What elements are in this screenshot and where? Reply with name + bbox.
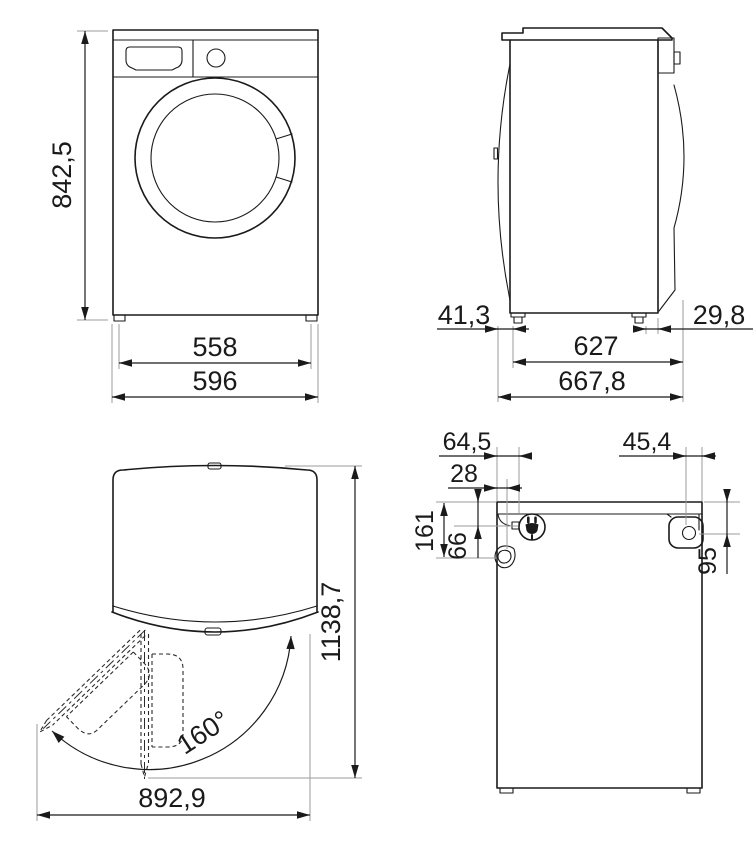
- door-open-90: [140, 630, 184, 779]
- door-glass-160: [66, 651, 150, 735]
- door-angle-label: 160°: [172, 705, 235, 761]
- door-window: [150, 93, 280, 223]
- door-outer-ring: [134, 77, 296, 239]
- program-knob: [206, 48, 226, 68]
- top-view-machine: [111, 462, 319, 636]
- cord-notch: [497, 513, 512, 527]
- drain-x-label: 28: [450, 460, 478, 488]
- open-depth-label: 1138,7: [316, 582, 346, 663]
- swing-arc-arrow-start: [52, 731, 65, 743]
- overall-depth-label: 667,8: [558, 366, 626, 396]
- drain-hose-outlet: [494, 545, 516, 569]
- extension-lines: [77, 30, 319, 403]
- door-panel-90: [140, 634, 150, 778]
- side-front-foot: [510, 312, 526, 324]
- door-swing-arc: 160°: [51, 635, 295, 771]
- side-rear-foot: [631, 312, 647, 324]
- door-open-160: [39, 629, 150, 735]
- extension-lines: [497, 300, 684, 402]
- overall-width-dim-label: 596: [192, 366, 237, 396]
- side-view-machine: [493, 27, 685, 324]
- rear-view-machine: [494, 501, 704, 794]
- cabinet-front: [112, 29, 319, 316]
- height-dim-label: 842,5: [47, 141, 77, 209]
- inlet-y-label: 95: [694, 547, 722, 575]
- open-width-label: 892,9: [138, 783, 206, 813]
- side-body: [509, 39, 659, 314]
- detergent-drawer: [125, 46, 183, 71]
- rear-offset-label: 29,8: [693, 300, 746, 330]
- extension-lines: [436, 447, 740, 559]
- feet-width-dim-label: 558: [192, 332, 237, 362]
- side-door-handle: [493, 147, 499, 160]
- body-depth-label: 627: [573, 331, 618, 361]
- door-glass-90: [151, 653, 184, 748]
- front-right-foot: [305, 314, 318, 322]
- side-view: 41,3 29,8 627 667,8: [437, 27, 753, 402]
- cord-y-label: 66: [444, 532, 472, 560]
- rear-tab: [207, 462, 222, 470]
- top-view-dimensions: 1138,7 892,9: [36, 465, 362, 821]
- front-edge-outer-arc: [111, 605, 319, 633]
- front-view: 842,5 558 596: [47, 29, 319, 403]
- rear-right-foot: [686, 787, 701, 794]
- front-offset-label: 41,3: [438, 300, 491, 330]
- cabinet-rear: [496, 501, 703, 789]
- rear-bulge: [658, 84, 685, 312]
- door-handle-top: [204, 627, 222, 636]
- cord-x-label: 64,5: [443, 428, 492, 456]
- rear-view-dimensions: 64,5 28 45,4 161 66 95: [411, 428, 740, 575]
- door-handle: [275, 133, 293, 183]
- side-lid: [501, 27, 673, 41]
- front-view-machine: [112, 29, 319, 322]
- rear-left-foot: [499, 787, 514, 794]
- power-plug-icon: [525, 516, 539, 540]
- rear-view: 64,5 28 45,4 161 66 95: [411, 428, 740, 794]
- water-inlet-valve: [666, 513, 704, 549]
- swing-arc-arrow-end: [286, 636, 295, 650]
- drain-y-label: 161: [411, 510, 439, 552]
- cabinet-top: [112, 464, 318, 607]
- inlet-x-label: 45,4: [623, 428, 672, 456]
- side-view-dimensions: 41,3 29,8 627 667,8: [437, 300, 753, 402]
- front-left-foot: [113, 314, 126, 322]
- swing-arc: [51, 635, 292, 771]
- rear-top-panel: [657, 37, 675, 74]
- front-view-dimensions: 842,5 558 596: [47, 30, 319, 403]
- door-axis-160: [42, 629, 146, 729]
- door-panel-160: [39, 629, 146, 733]
- side-door-bulge: [497, 63, 511, 301]
- front-edge-inner-arc: [112, 605, 318, 623]
- rear-panel-knob: [673, 51, 681, 65]
- extension-lines: [36, 465, 362, 821]
- top-view: 160° 1138,7 892,9: [36, 462, 362, 821]
